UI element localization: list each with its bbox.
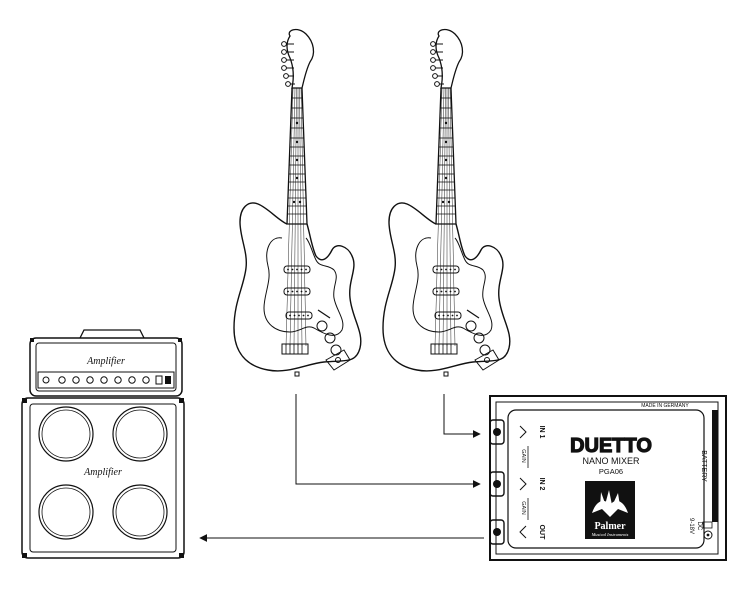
- logo-name: Palmer: [594, 521, 626, 532]
- cable-guitar1-to-in2: [295, 394, 481, 488]
- mixer-subtitle: NANO MIXER: [582, 456, 640, 466]
- battery-label: BATTERY: [700, 450, 707, 482]
- dc-jack-icon: [702, 521, 713, 540]
- out-label: OUT: [538, 525, 545, 541]
- dc-label: DC: [696, 522, 702, 531]
- gain1-label: GAIN: [520, 449, 526, 462]
- amp-knobs: [42, 375, 171, 385]
- amplifier-icon: Amplifier Amplifier: [21, 329, 185, 559]
- guitar-2-icon: [382, 28, 511, 377]
- cable-guitar2-to-in1: [443, 394, 481, 438]
- in1-label: IN 1: [538, 426, 545, 439]
- amplifier-cabinet: [21, 397, 185, 559]
- logo-tagline: Musical Instruments: [591, 532, 629, 537]
- duetto-mixer: MADE IN GERMANY IN 1 GAIN IN 2 GAIN OUT …: [489, 395, 727, 561]
- amp-head-label: Amplifier: [86, 356, 125, 367]
- palmer-logo: Palmer Musical Instruments: [585, 481, 635, 539]
- amplifier-head: [29, 337, 183, 397]
- gain2-label: GAIN: [520, 501, 526, 514]
- in2-label: IN 2: [538, 478, 545, 491]
- mixer-title: DUETTO: [570, 435, 652, 457]
- mixer-model: PGA06: [599, 467, 623, 476]
- made-in-label: MADE IN GERMANY: [641, 403, 689, 409]
- mixer-jack-icons: [489, 419, 505, 545]
- power-label: 9-18V: [688, 518, 694, 534]
- speaker-icons: [38, 406, 168, 540]
- guitar-1-icon: [233, 28, 362, 377]
- amp-cabinet-label: Amplifier: [83, 467, 122, 478]
